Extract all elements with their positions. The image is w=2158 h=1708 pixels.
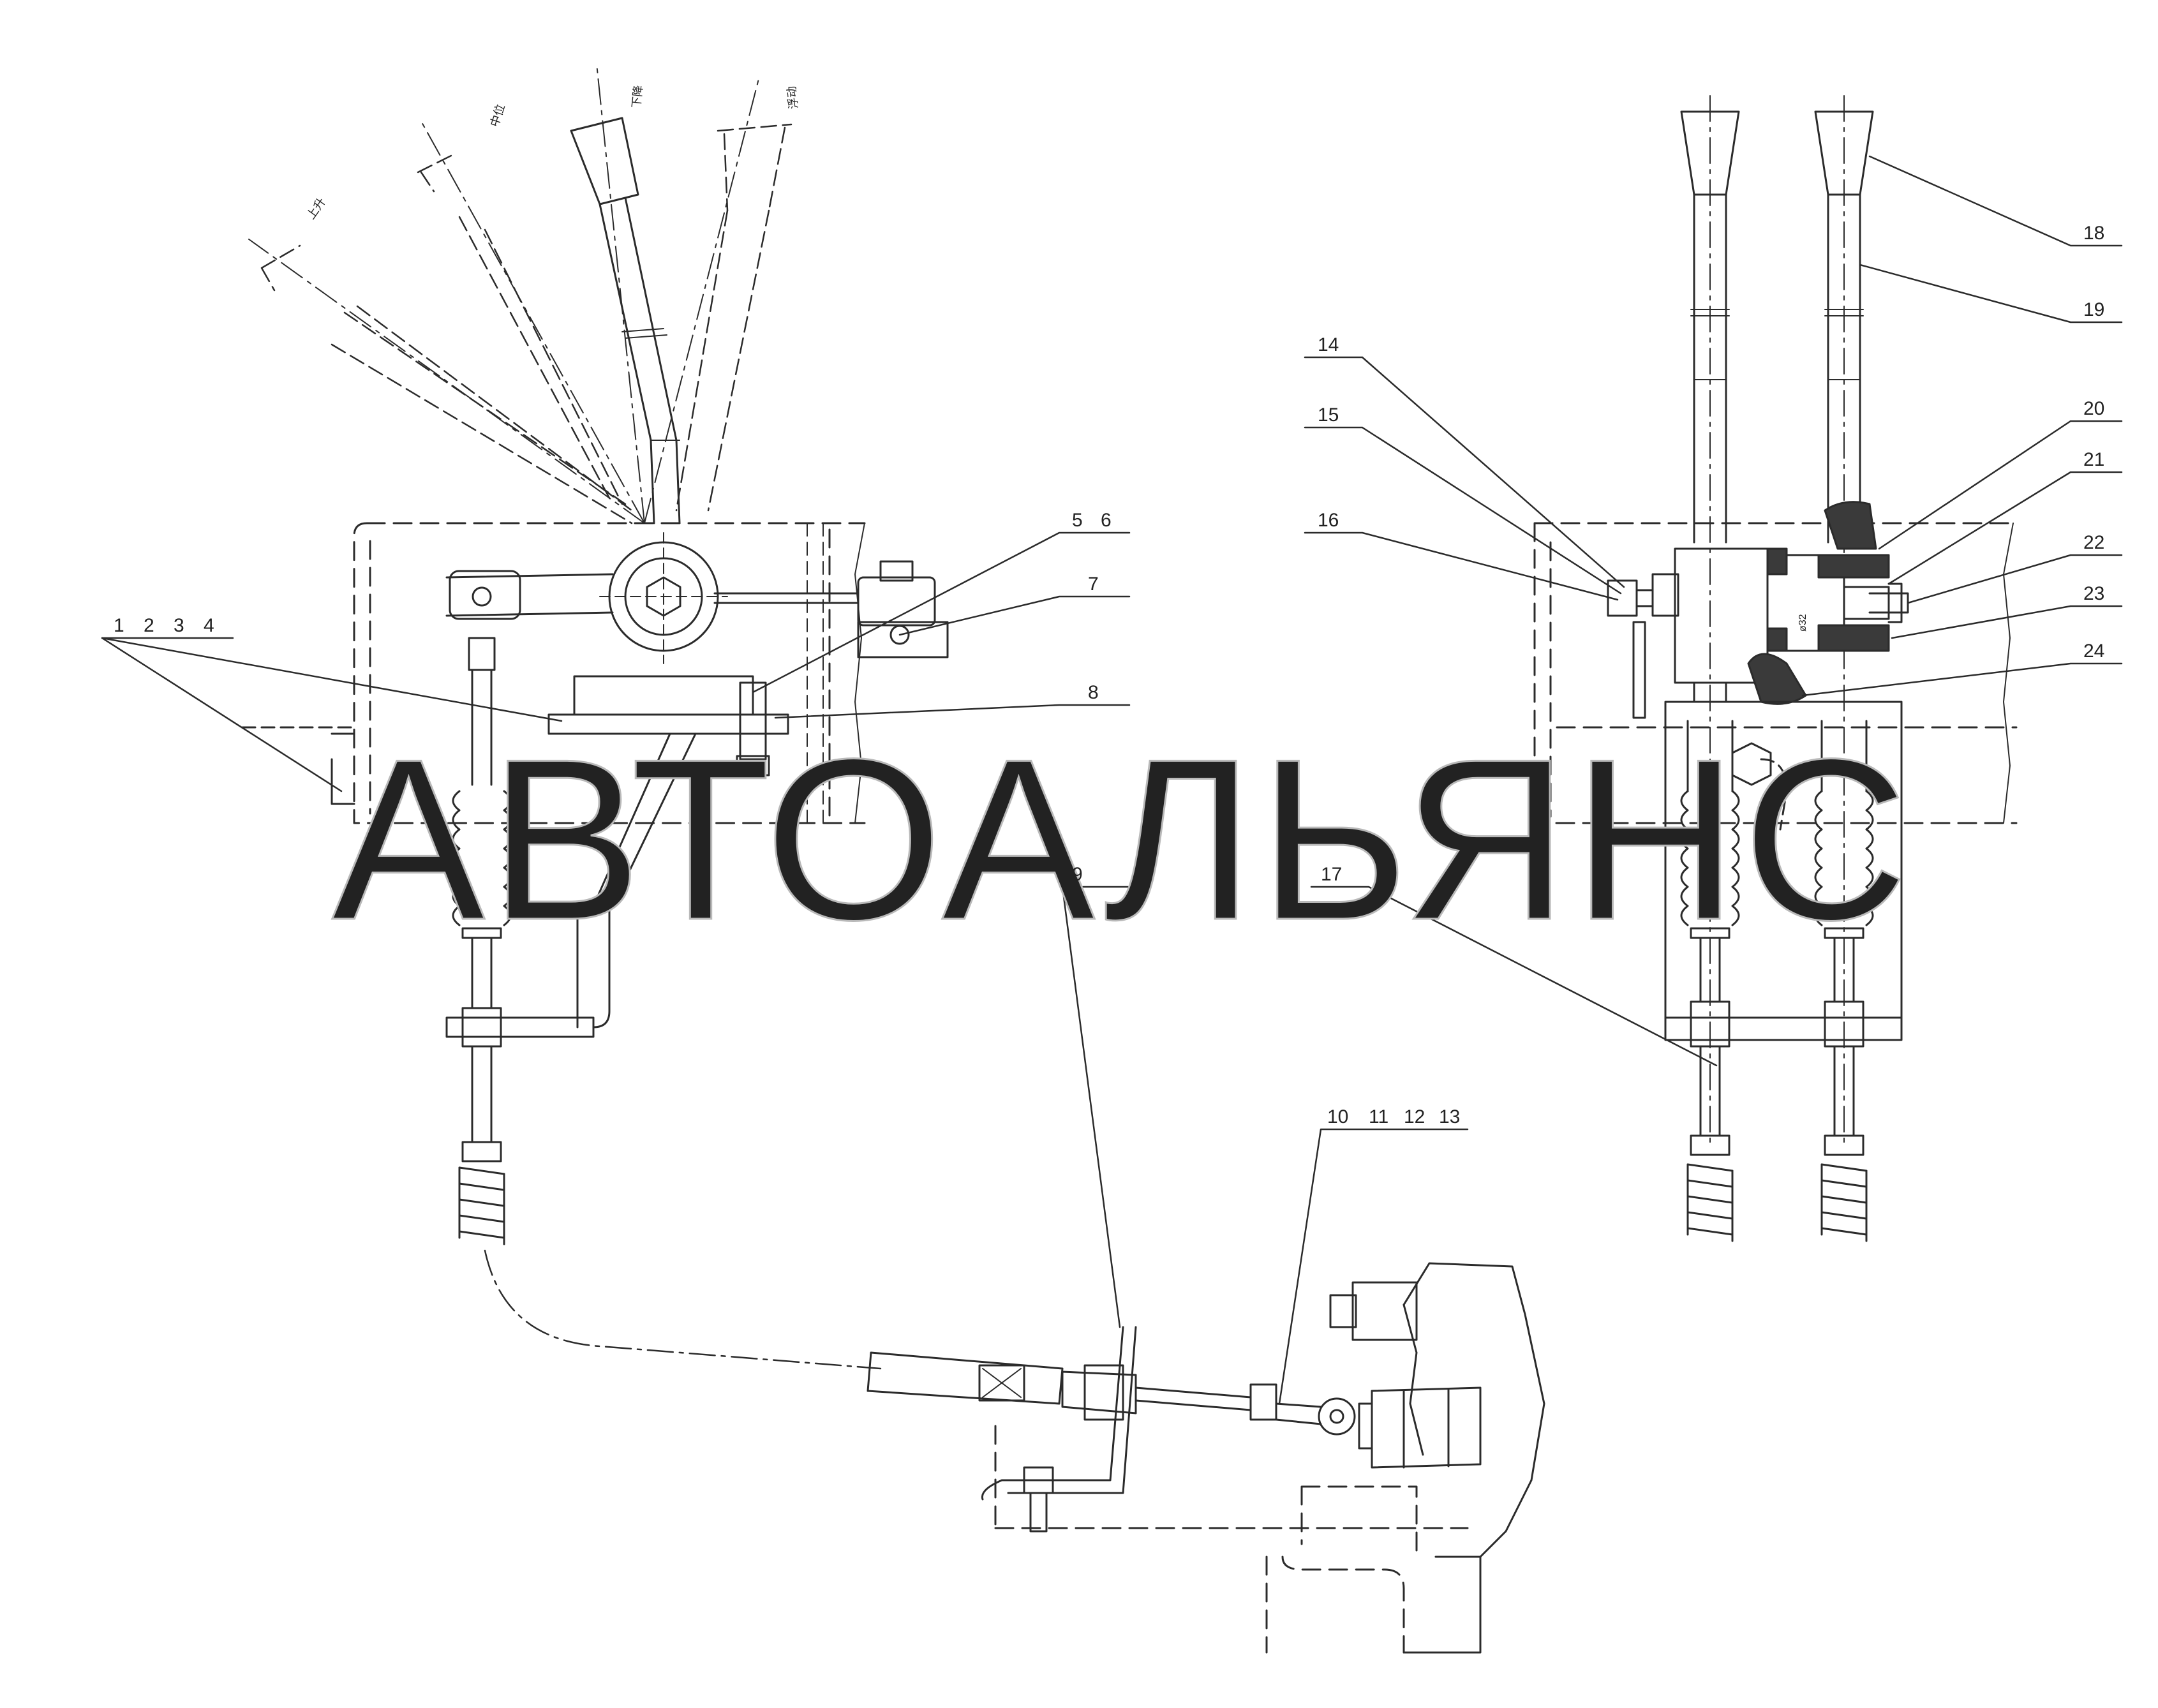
callout-20: 20 [2083,398,2104,419]
callout-21: 21 [2083,449,2104,470]
callout-14: 14 [1318,334,1339,355]
right-lower-frame [1664,701,1903,1041]
leader-24 [1801,662,2123,697]
callout-11: 11 [1369,1106,1388,1127]
leader-lines [101,155,2123,1405]
callout-1: 1 [114,615,124,636]
leader-16 [1304,531,1619,601]
ghost-levers [260,123,793,524]
callout-15: 15 [1318,405,1339,426]
lower-plate [445,1016,595,1038]
leader-23 [1891,605,2123,639]
leader-17 [1310,886,1718,1067]
callout-12: 12 [1404,1106,1425,1127]
control-cable [484,1249,882,1370]
cable-sheath [867,1351,1064,1405]
callout-4: 4 [204,615,214,636]
leader-22 [1907,554,2123,604]
valve-body [1403,1262,1545,1558]
left-bellows [452,790,512,939]
leader-19 [1859,264,2123,323]
part-callouts: 1 2 3 4 5 6 7 8 9 10 11 12 13 14 15 16 1… [114,223,2104,1127]
callout-18: 18 [2083,223,2104,244]
position-labels: 上升 中位 下降 浮动 ø32 [304,85,1808,632]
dimension-label: ø32 [1797,614,1808,632]
leader-18 [1868,155,2123,247]
lever-arm [445,573,614,617]
active-lever-knob [570,117,639,205]
leader-20 [1878,420,2123,550]
callout-9: 9 [1072,864,1083,885]
left-lower-spring [458,1166,505,1245]
callout-3: 3 [174,615,184,636]
callout-10: 10 [1327,1106,1348,1127]
leader-14 [1304,356,1625,588]
mounting-bracket [981,1326,1137,1501]
valve-end-assembly [867,1262,1545,1654]
callout-6: 6 [1101,510,1112,531]
position-label-float: 浮动 [785,85,800,110]
left-control-unit [241,63,949,1370]
callout-2: 2 [144,615,154,636]
callout-24: 24 [2083,641,2104,662]
lever-position-lines [248,63,760,524]
base-bracket [547,713,789,735]
position-label-neutral: 中位 [488,103,507,128]
right-control-unit [1533,95,2018,1242]
watermark: АВТОАЛЬЯНС [332,711,1912,968]
callout-16: 16 [1318,510,1339,531]
right-bellows-b [1814,720,1874,1242]
callout-17: 17 [1321,864,1342,885]
left-dashed-inner [369,528,831,824]
leader-21 [1887,471,2123,585]
position-label-lower: 下降 [630,85,645,109]
callout-7: 7 [1088,574,1099,595]
callout-22: 22 [2083,532,2104,553]
callout-19: 19 [2083,299,2104,320]
position-label-raise: 上升 [304,195,328,221]
callout-23: 23 [2083,583,2104,604]
callout-5: 5 [1072,510,1083,531]
leader-15 [1304,426,1622,595]
left-dashed-housing [353,522,866,824]
right-dashed-housing [1533,522,2018,824]
grease-nipple [889,625,910,645]
right-bellows-a [1680,720,1740,1242]
callout-13: 13 [1439,1106,1460,1127]
sectioned-hub [1747,501,1890,705]
callout-8: 8 [1088,682,1099,703]
